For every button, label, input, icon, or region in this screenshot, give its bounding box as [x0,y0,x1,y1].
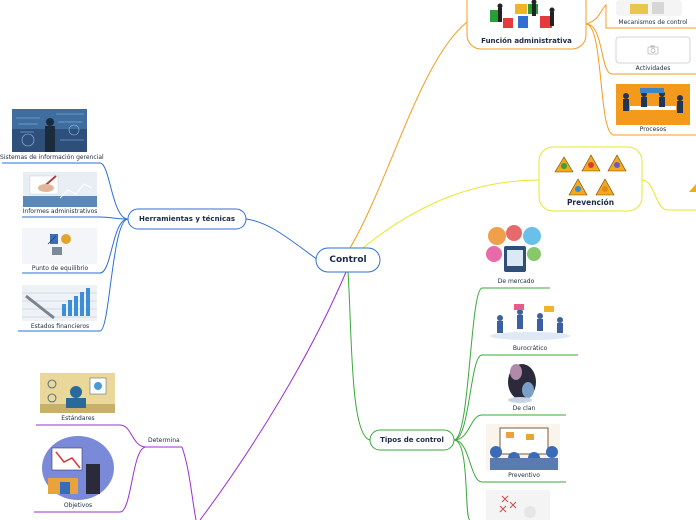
connector-estados [18,218,129,332]
list-item[interactable]: Procesos [610,126,696,133]
tipos-node-box [369,429,455,451]
list-item[interactable]: Estados financieros [18,323,102,330]
estados-financieros-image [22,285,97,321]
connector-punto [22,218,129,274]
list-item[interactable]: Preventivo [482,472,566,479]
preventivo-caption: Preventivo [508,472,540,479]
connector-estandares [36,424,147,448]
warning-triangle-icon [554,156,574,173]
connector-preventivo [453,439,566,483]
tipos-node[interactable]: Tipos de control [370,430,454,450]
connector-tipos-more [453,439,471,520]
herramientas-node-label: Herramientas y técnicas [139,215,235,223]
objetivos-image [42,436,114,500]
list-item[interactable]: Estándares [36,415,120,422]
procesos-image [616,84,690,125]
list-item[interactable]: Sistemas de información gerencial [0,154,104,161]
connector-burocratico [453,354,578,441]
connector-herramientas [245,218,319,261]
estandares-caption: Estándares [61,415,95,422]
mecanismos-caption: Mecanismos de control [618,19,688,26]
connector-mecanismos [585,3,696,29]
burocratico-caption: Burocrático [512,345,548,352]
connector-procesos [585,23,696,136]
funcion-node[interactable]: Función administrativa [467,35,586,47]
warning-triangle-icon [607,154,627,172]
prevencion-node-label: Prevención [566,197,615,207]
connector-determina-main [199,271,347,520]
preventivo-image [486,424,560,470]
warning-triangle-icon [581,154,601,172]
checklist-image [486,490,550,520]
funcion-image [490,0,555,28]
informes-caption: Informes administrativos [22,208,98,215]
determina-node[interactable]: Determina [148,437,180,444]
list-item[interactable]: Objetivos [36,502,120,509]
determina-node-label: Determina [148,437,180,444]
tipos-node-label: Tipos de control [380,436,444,444]
connector-clan [453,414,566,441]
punto-equilibrio-image [22,228,97,264]
warning-triangle-icon [568,178,588,196]
connector-determina-trunk [181,446,197,520]
list-item[interactable]: Mecanismos de control [610,19,696,26]
informes-image [23,172,97,207]
sig-image [12,109,87,152]
sig-caption: Sistemas de información gerencial [0,154,104,161]
list-item[interactable]: Informes administrativos [18,208,102,215]
estados-caption: Estados financieros [30,323,90,330]
connector-funcion [349,21,468,249]
burocratico-image [488,298,572,340]
clan-caption: De clan [512,405,536,412]
list-item[interactable]: Burocrático [482,345,578,352]
list-item[interactable]: Punto de equilibrio [18,265,102,272]
objetivos-caption: Objetivos [63,502,93,509]
mercado-image [486,225,541,272]
actividades-placeholder [615,36,691,64]
connector-prevencion [357,179,541,253]
connector-mercado [453,287,550,441]
punto-caption: Punto de equilibrio [31,265,89,272]
connector-prevencion-child [641,179,696,211]
warning-triangle-icon [595,178,615,196]
procesos-caption: Procesos [639,126,667,133]
actividades-caption: Actividades [635,65,671,72]
herramientas-node[interactable]: Herramientas y técnicas [128,209,246,229]
central-node-box [315,247,381,273]
funcion-node-label: Función administrativa [481,37,572,45]
camera-icon [647,45,659,55]
connector-informes [22,216,129,220]
mercado-caption: De mercado [497,278,535,285]
connector-objetivos [34,446,147,513]
connector-actividades [585,23,696,75]
estandares-image [40,373,115,413]
mecanismos-image [616,0,682,16]
connector-sig [2,162,129,220]
prevencion-node[interactable]: Prevención [539,196,642,208]
herramientas-node-box [127,208,247,230]
connector-tipos [347,271,371,441]
central-node-label: Control [329,255,367,265]
warning-triangle-icon [689,184,696,192]
clan-image [508,364,536,403]
list-item[interactable]: De mercado [482,278,550,285]
list-item[interactable]: De clan [482,405,566,412]
central-node[interactable]: Control [316,248,380,272]
list-item[interactable]: Actividades [610,65,696,72]
